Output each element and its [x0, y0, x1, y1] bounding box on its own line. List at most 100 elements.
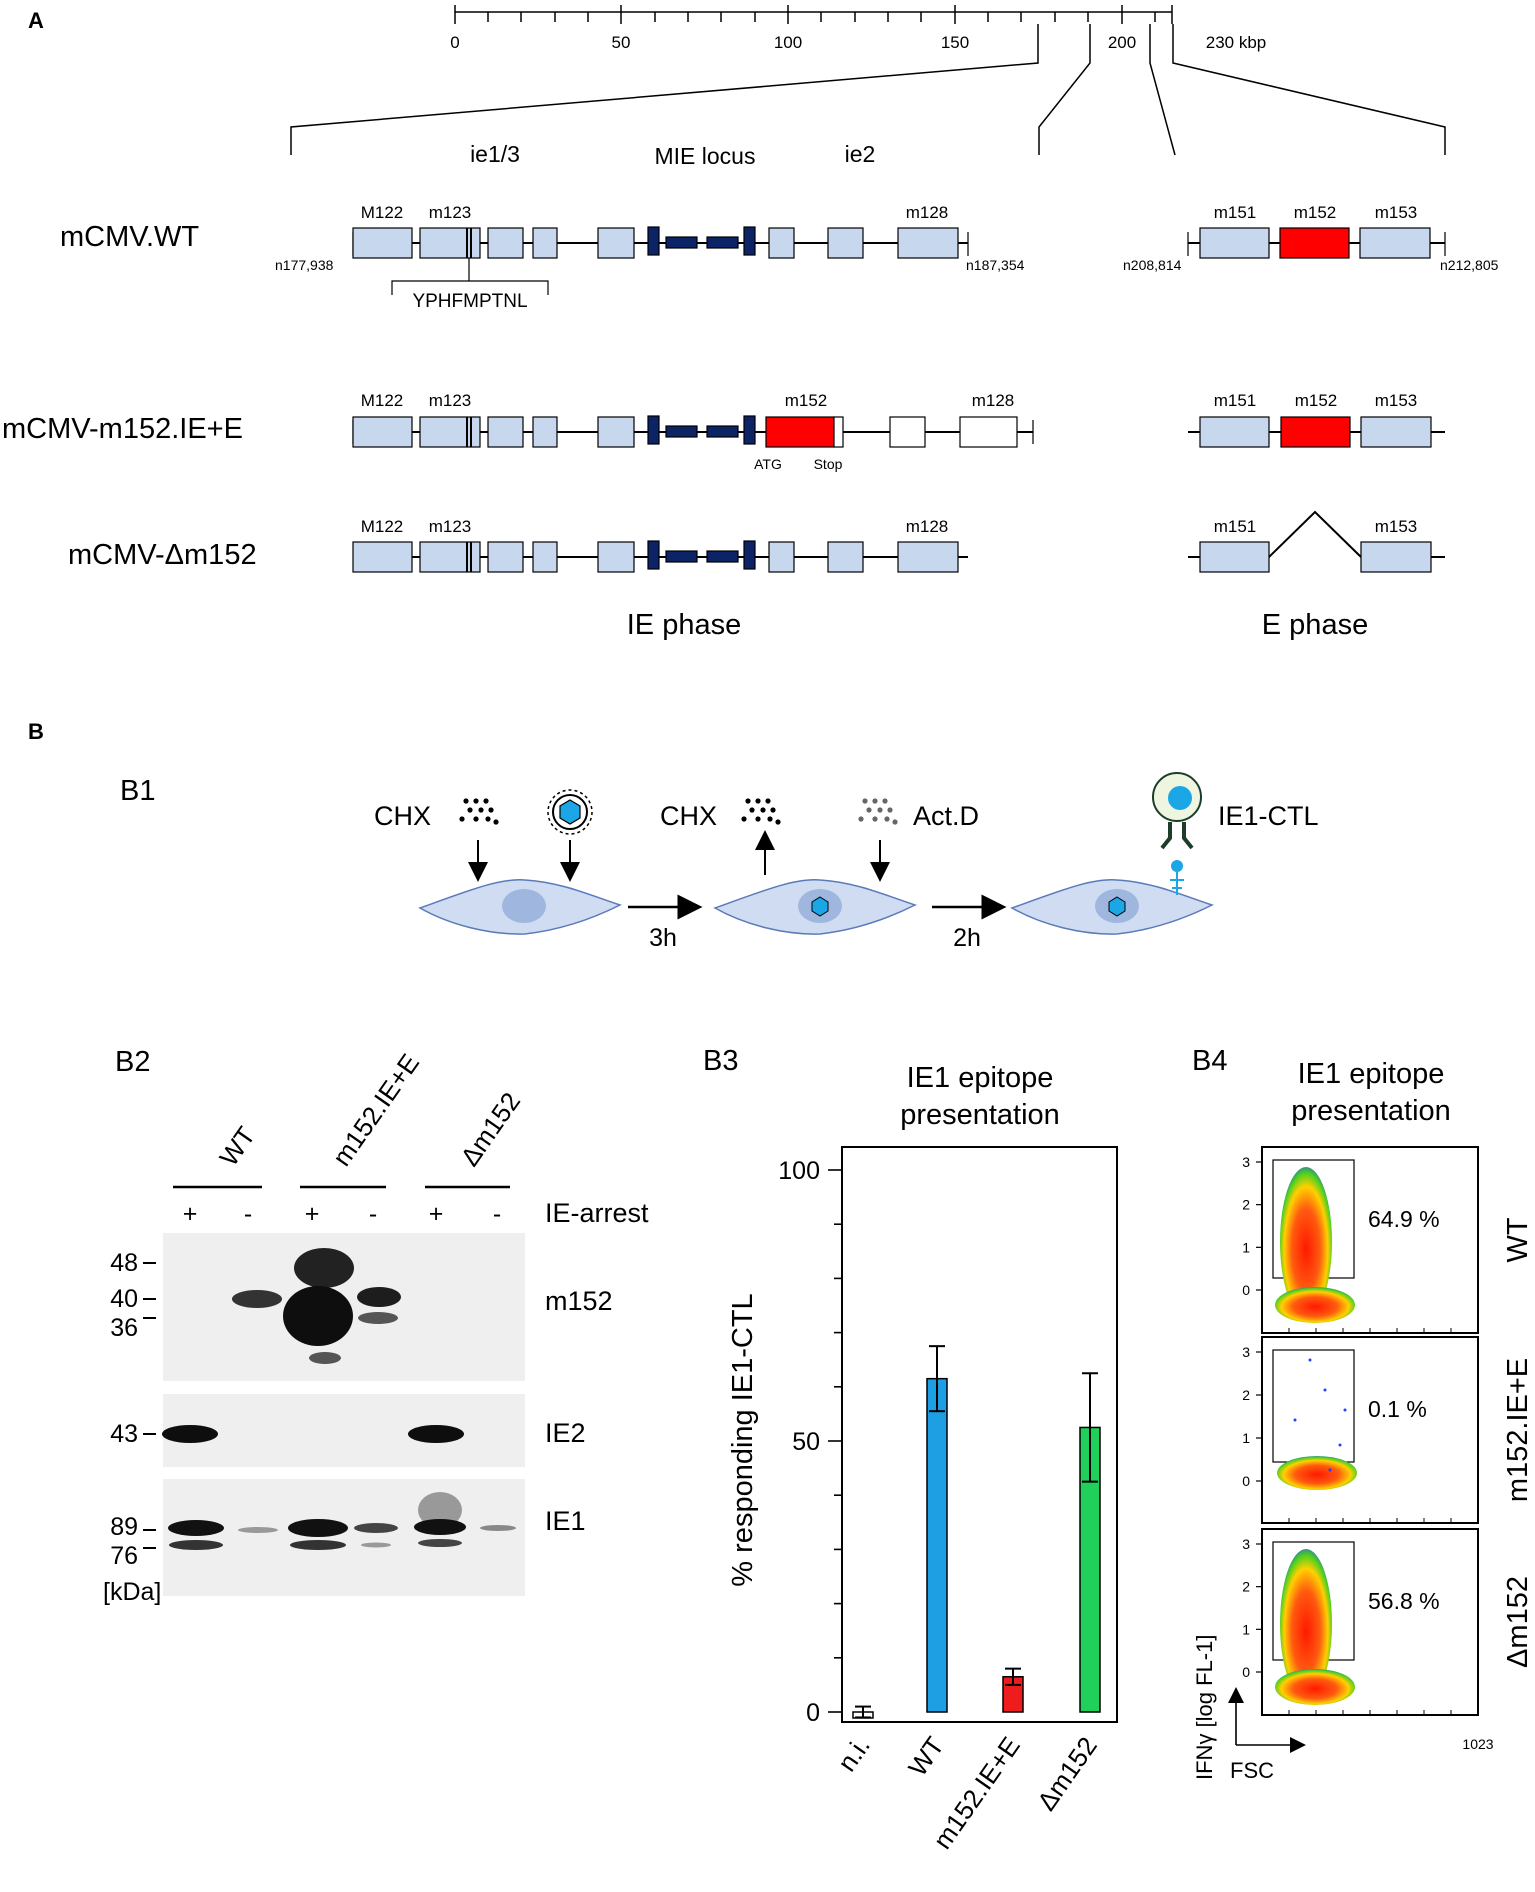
flow-y-tick-label: 2 — [1242, 1197, 1250, 1213]
marker-label: 43 — [110, 1420, 138, 1448]
flow-event — [1328, 1468, 1332, 1472]
row-name-m152ie: mCMV-m152.IE+E — [2, 413, 243, 445]
scale-tick-label: 0 — [450, 33, 459, 52]
blot-ie1 — [163, 1479, 525, 1596]
cell-icon — [713, 879, 917, 935]
flow-y-tick-label: 3 — [1242, 1536, 1250, 1552]
kda-label: [kDa] — [103, 1578, 161, 1606]
row-name-dm152: mCMV-Δm152 — [68, 539, 257, 571]
flow-y-tick-label: 1 — [1242, 1621, 1250, 1637]
epitope-label: YPHFMPTNL — [412, 291, 527, 312]
stop-label: Stop — [814, 456, 843, 472]
flow-axes-arrows — [1228, 1687, 1306, 1753]
gene-label-m128: m128 — [906, 517, 949, 536]
ie13-label: ie1/3 — [470, 141, 520, 167]
gate-percent: 0.1 % — [1368, 1396, 1427, 1422]
dm152-ie-locus — [352, 540, 968, 573]
panel-label-b4: B4 — [1192, 1045, 1227, 1077]
x-tick-label: WT — [902, 1731, 950, 1781]
genome-scale — [454, 5, 1173, 24]
virus-icon — [547, 789, 593, 835]
m152ie-ie-locus — [352, 415, 1034, 448]
flow-y-tick-label: 0 — [1242, 1473, 1250, 1489]
gene-label-m153: m153 — [1375, 517, 1418, 536]
gene-label-m152: m152 — [1295, 391, 1338, 410]
e-phase-label: E phase — [1262, 609, 1368, 641]
b1-schematic: CHX 3h CHX Act.D — [374, 772, 1319, 952]
scale-tick-label: 50 — [612, 33, 631, 52]
flow-row-label: Δm152 — [1502, 1576, 1534, 1668]
arrest-label: IE-arrest — [545, 1198, 649, 1228]
panel-label-b1: B1 — [120, 775, 155, 807]
gene-label-m123: m123 — [429, 517, 472, 536]
coord-label: n177,938 — [275, 257, 334, 273]
chx-label: CHX — [374, 801, 431, 831]
marker-label: 48 — [110, 1249, 138, 1277]
gene-label-m153: m153 — [1375, 203, 1418, 222]
atg-label: ATG — [754, 456, 782, 472]
flow-event — [1338, 1443, 1342, 1447]
y-tick-label: 100 — [778, 1157, 820, 1185]
actd-label: Act.D — [913, 801, 979, 831]
dm152-e-locus — [1188, 510, 1445, 573]
flow-row-label: m152.IE+E — [1502, 1358, 1534, 1502]
flow-event — [1293, 1418, 1297, 1422]
y-tick-label: 50 — [792, 1428, 820, 1456]
gene-label-m128: m128 — [972, 391, 1015, 410]
gene-label-m122: M122 — [361, 391, 404, 410]
chx-label: CHX — [660, 801, 717, 831]
coord-label: n187,354 — [966, 257, 1025, 273]
gate-percent: 56.8 % — [1368, 1588, 1440, 1614]
coord-label: n212,805 — [1440, 257, 1499, 273]
scale-tick-label: 230 kbp — [1206, 33, 1267, 52]
gene-label-m151: m151 — [1214, 391, 1257, 410]
panel-label-a: A — [28, 8, 44, 33]
time-label: 3h — [649, 924, 677, 952]
flow-event — [1323, 1388, 1327, 1392]
chart-title-line: IE1 epitope — [907, 1062, 1054, 1094]
bar — [926, 1377, 948, 1713]
flow-population — [1275, 1669, 1355, 1705]
panel-label-b: B — [28, 719, 44, 744]
gene-label-m152: m152 — [1294, 203, 1337, 222]
gene-label-m122: M122 — [361, 203, 404, 222]
flow-population — [1280, 1167, 1332, 1317]
flow-y-tick-label: 0 — [1242, 1282, 1250, 1298]
flow-event — [1343, 1408, 1347, 1412]
y-axis-label: % responding IE1-CTL — [727, 1293, 759, 1586]
gene-label-m152: m152 — [785, 391, 828, 410]
ctl-label: IE1-CTL — [1218, 801, 1319, 831]
flow-xlabel: FSC — [1230, 1758, 1274, 1783]
flow-title-line: presentation — [1291, 1095, 1451, 1127]
blot-m152 — [163, 1233, 525, 1381]
band-label-ie2: IE2 — [545, 1418, 586, 1448]
flow-title-line: IE1 epitope — [1298, 1058, 1445, 1090]
flow-y-tick-label: 3 — [1242, 1154, 1250, 1170]
flow-y-tick-label: 1 — [1242, 1239, 1250, 1255]
gene-label-m151: m151 — [1214, 517, 1257, 536]
marker-label: 76 — [110, 1542, 138, 1570]
cell-icon — [418, 879, 622, 935]
flow-population — [1280, 1549, 1332, 1699]
gene-label-m128: m128 — [906, 203, 949, 222]
scale-tick-label: 150 — [941, 33, 969, 52]
flow-row-label: WT — [1502, 1217, 1534, 1262]
chx-dots — [459, 798, 499, 825]
time-label: 2h — [953, 924, 981, 952]
zoom-lines — [290, 24, 1446, 156]
flow-y-tick-label: 0 — [1242, 1664, 1250, 1680]
y-tick-label: 0 — [806, 1699, 820, 1727]
coord-label: n208,814 — [1123, 257, 1182, 273]
marker-label: 89 — [110, 1513, 138, 1541]
band-label-ie1: IE1 — [545, 1506, 586, 1536]
chart-title-line: presentation — [900, 1099, 1060, 1131]
panel-label-b3: B3 — [703, 1045, 738, 1077]
scale-tick-label: 200 — [1108, 33, 1136, 52]
flow-y-tick-label: 3 — [1242, 1344, 1250, 1360]
lane-label: Δm152 — [454, 1087, 526, 1172]
flow-x-end: 1023 — [1462, 1736, 1493, 1752]
ie-phase-label: IE phase — [627, 609, 741, 641]
marker-ticks — [143, 1262, 156, 1549]
